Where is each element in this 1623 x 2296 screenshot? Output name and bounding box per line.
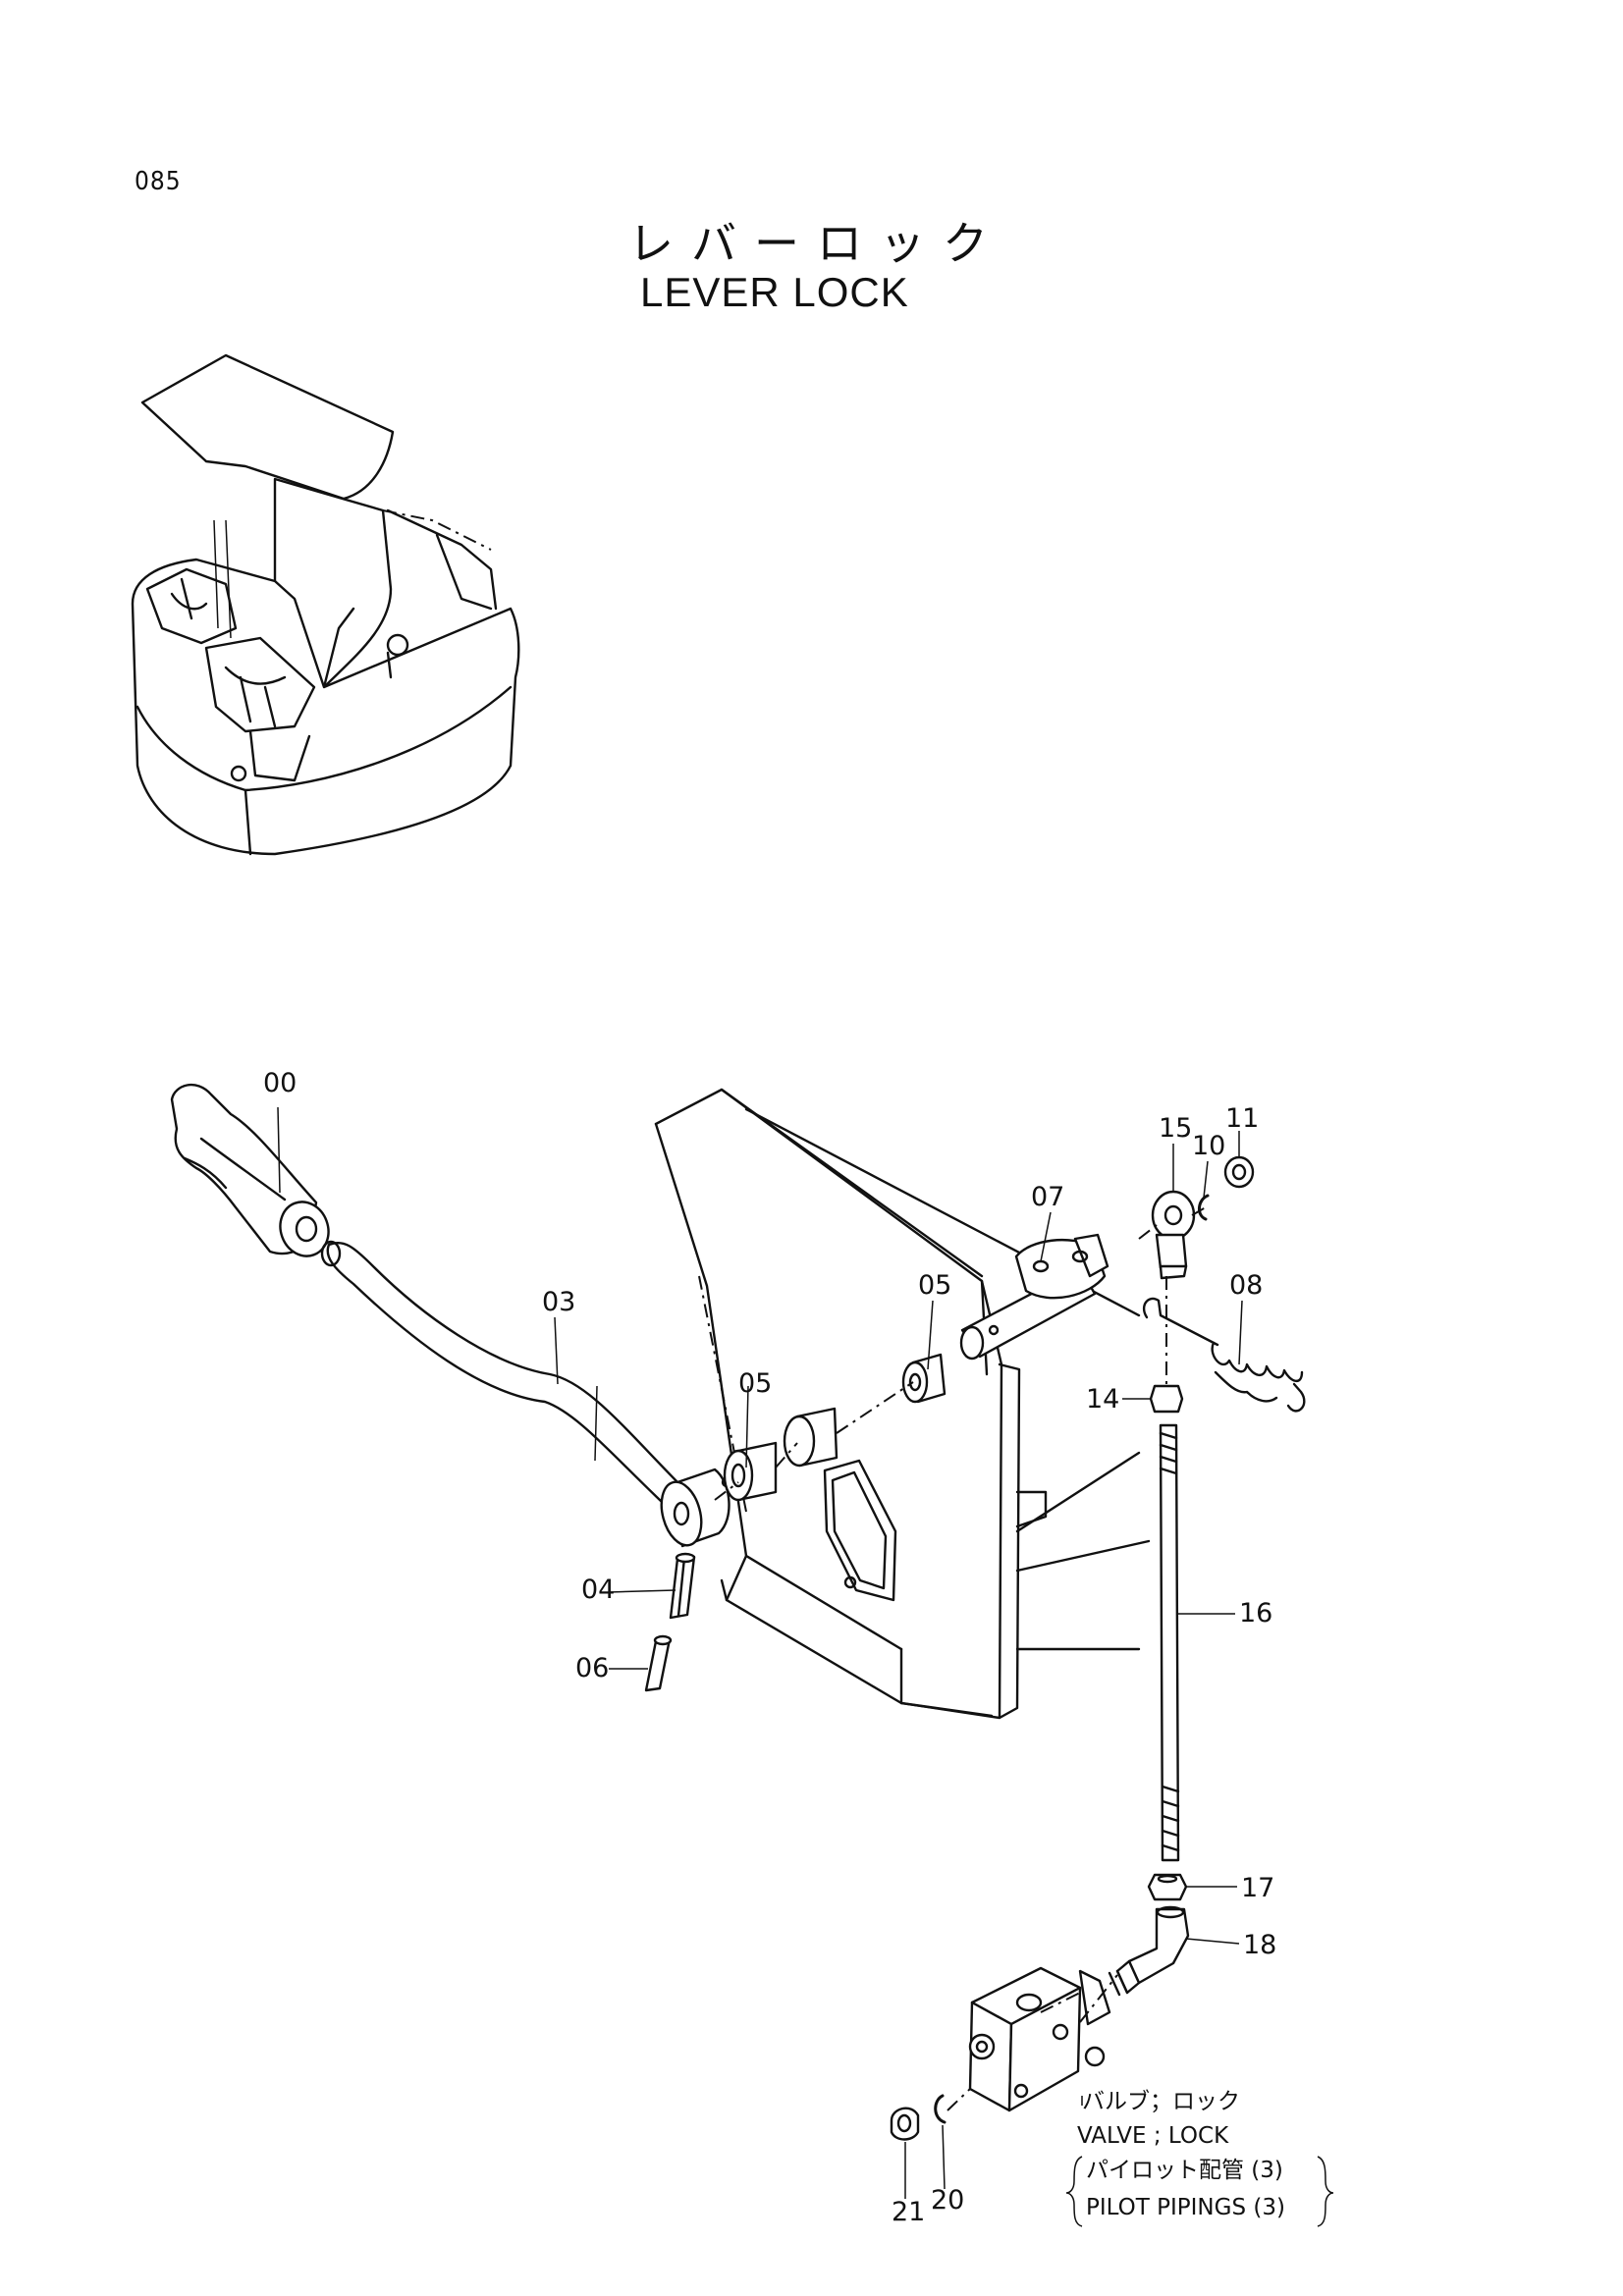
callout-14: 14 <box>1086 1384 1119 1415</box>
part-11-nut <box>1223 1155 1255 1189</box>
callout-10: 10 <box>1192 1131 1225 1161</box>
callout-00: 00 <box>263 1068 297 1098</box>
part-08-tension-spring <box>1142 1297 1306 1413</box>
callout-16: 16 <box>1239 1598 1272 1629</box>
callout-08: 08 <box>1229 1270 1263 1301</box>
valve-note: バルブ；ロック VALVE ; LOCK パイロット配管 (3) PILOT P… <box>1065 2089 1334 2227</box>
part-20-snap-ring <box>934 2088 971 2124</box>
callout-03: 03 <box>542 1287 575 1317</box>
part-17-nut <box>1147 1873 1188 1901</box>
callout-20: 20 <box>931 2185 964 2216</box>
pilot-piping-japanese: パイロット配管 (3) <box>1086 2158 1283 2183</box>
callout-07: 07 <box>1031 1182 1064 1212</box>
part-05-bushings <box>714 1353 947 1502</box>
page-number: 085 <box>135 167 182 196</box>
callout-labels: 00 03 04 05 05 06 07 08 10 11 14 15 16 1… <box>263 1068 1276 2227</box>
part-06-pin <box>644 1634 673 1692</box>
console-panel <box>654 1088 1151 1720</box>
callout-11: 11 <box>1225 1103 1259 1134</box>
callout-21: 21 <box>892 2197 925 2227</box>
part-21-nut <box>890 2107 920 2141</box>
valve-name-japanese: バルブ；ロック <box>1082 2089 1240 2114</box>
callout-15: 15 <box>1159 1113 1192 1144</box>
lock-valve <box>968 1966 1118 2112</box>
part-10-snap-ring <box>1191 1194 1210 1221</box>
page-title-japanese: レバーロック <box>628 217 1005 270</box>
part-14-nut <box>1149 1276 1184 1414</box>
page-title: LEVER LOCK <box>640 269 909 315</box>
part-00-grip <box>170 1083 330 1257</box>
callout-17: 17 <box>1241 1873 1274 1903</box>
part-16-rod <box>1159 1423 1180 1862</box>
part-18-elbow-fitting <box>1108 1905 1190 1997</box>
seat-overview-illustration <box>131 353 520 856</box>
callout-04: 04 <box>581 1575 615 1605</box>
callout-06: 06 <box>575 1653 609 1683</box>
valve-name: VALVE ; LOCK <box>1077 2123 1229 2149</box>
part-07-bracket-shaft <box>959 1233 1109 1361</box>
pilot-piping: PILOT PIPINGS (3) <box>1086 2195 1285 2220</box>
part-03-lever-rod <box>320 1240 732 1548</box>
callout-leaders <box>277 1106 1243 2199</box>
callout-05-upper: 05 <box>918 1270 951 1301</box>
part-15-rod-end <box>1138 1190 1196 1280</box>
part-04-spring-pin <box>669 1552 696 1620</box>
callout-18: 18 <box>1243 1930 1276 1960</box>
callout-05-lower: 05 <box>738 1368 772 1399</box>
